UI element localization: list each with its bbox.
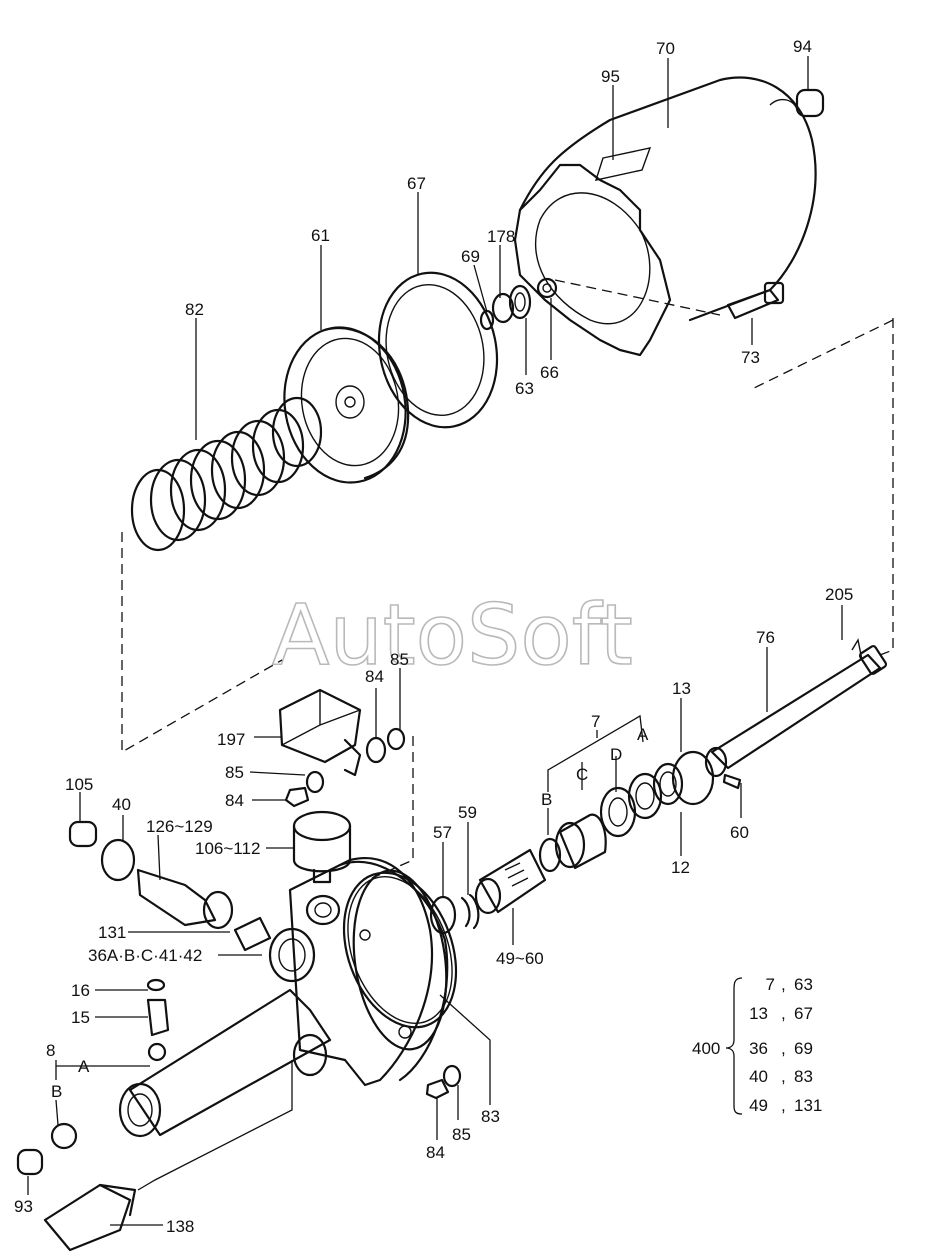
callout-a-top: A [637, 725, 649, 744]
callout-67: 67 [407, 174, 426, 193]
callout-105: 105 [65, 775, 93, 794]
kit-label: 400 [692, 1039, 720, 1058]
washers-69-178-63 [479, 284, 532, 331]
plug-and-fitting [16, 1122, 137, 1252]
callout-94: 94 [793, 37, 812, 56]
callout-b-top: B [541, 790, 552, 809]
kit-row-5-a: 49 [749, 1096, 768, 1115]
callout-82: 82 [185, 300, 204, 319]
left-small-parts [68, 820, 272, 952]
kit-row-2-b: 67 [794, 1004, 813, 1023]
leader-lines [27, 56, 843, 1226]
valve-ring-stack [538, 750, 715, 873]
callout-16: 16 [71, 981, 90, 1000]
diaphragm [377, 271, 499, 429]
callout-95: 95 [601, 67, 620, 86]
kit-row-2-sep: , [781, 1004, 786, 1023]
kit-row-4-b: 83 [794, 1067, 813, 1086]
callout-93: 93 [14, 1197, 33, 1216]
kit-row-5-b: 131 [794, 1096, 822, 1115]
reference-lines [121, 279, 894, 879]
callout-15: 15 [71, 1008, 90, 1027]
callout-59: 59 [458, 803, 477, 822]
kit-row-2-a: 13 [749, 1004, 768, 1023]
valve-piston [474, 848, 547, 915]
callout-84-top: 84 [365, 667, 384, 686]
kit-row-3-a: 36 [749, 1039, 768, 1058]
callout-66: 66 [540, 363, 559, 382]
kit-row-5-sep: , [781, 1096, 786, 1115]
callout-7: 7 [591, 712, 600, 731]
callout-69: 69 [461, 247, 480, 266]
callout-13: 13 [672, 679, 691, 698]
kit-row-1-a: 7 [766, 975, 775, 994]
callout-labels: 94 70 95 67 61 178 69 82 63 66 73 205 76… [14, 37, 853, 1236]
callout-106-112: 106~112 [195, 839, 260, 858]
kit-row-1-sep: , [781, 975, 786, 994]
callout-85-bot: 85 [452, 1125, 471, 1144]
callout-73: 73 [741, 348, 760, 367]
callout-b-low: B [51, 1082, 62, 1101]
booster-housing [513, 76, 825, 357]
callout-85-top: 85 [390, 650, 409, 669]
kit-row-3-b: 69 [794, 1039, 813, 1058]
cylinder-body [118, 857, 449, 1138]
kit-row-4-sep: , [781, 1067, 786, 1086]
kit-row-3-sep: , [781, 1039, 786, 1058]
kit-row-1-b: 63 [794, 975, 813, 994]
callout-a-low: A [78, 1057, 90, 1076]
callout-178: 178 [487, 227, 515, 246]
callout-60: 60 [730, 823, 749, 842]
callout-85-mid: 85 [225, 763, 244, 782]
callout-49-60: 49~60 [496, 949, 544, 968]
callout-61: 61 [311, 226, 330, 245]
nuts-washers-bottom [425, 1064, 462, 1100]
callout-8: 8 [46, 1041, 55, 1060]
bracket-197 [278, 688, 362, 777]
callout-c: C [576, 765, 588, 784]
callout-70: 70 [656, 39, 675, 58]
callout-205: 205 [825, 585, 853, 604]
callout-126-129: 126~129 [146, 817, 213, 836]
callout-138: 138 [166, 1217, 194, 1236]
callout-40: 40 [112, 795, 131, 814]
callout-197: 197 [217, 730, 245, 749]
callout-12: 12 [671, 858, 690, 877]
push-rod [704, 638, 888, 790]
callout-83: 83 [481, 1107, 500, 1126]
callout-76: 76 [756, 628, 775, 647]
repair-kit-table: 400 7 , 63 13 , 67 36 , 69 40 , 83 49 , … [692, 975, 822, 1115]
return-spring [130, 396, 323, 552]
callout-84-mid: 84 [225, 791, 244, 810]
kit-row-4-a: 40 [749, 1067, 768, 1086]
o-ring-83 [342, 871, 458, 1029]
watermark: AutoSoft [272, 586, 633, 684]
callout-36-42: 36A·B·C·41·42 [88, 946, 202, 965]
callout-63: 63 [515, 379, 534, 398]
callout-131: 131 [98, 923, 126, 942]
callout-d: D [610, 745, 622, 764]
bleeder-screw [146, 978, 170, 1037]
reservoir-cap [292, 810, 352, 884]
callout-57: 57 [433, 823, 452, 842]
piston-plate [283, 326, 410, 484]
callout-84-bot: 84 [426, 1143, 445, 1162]
